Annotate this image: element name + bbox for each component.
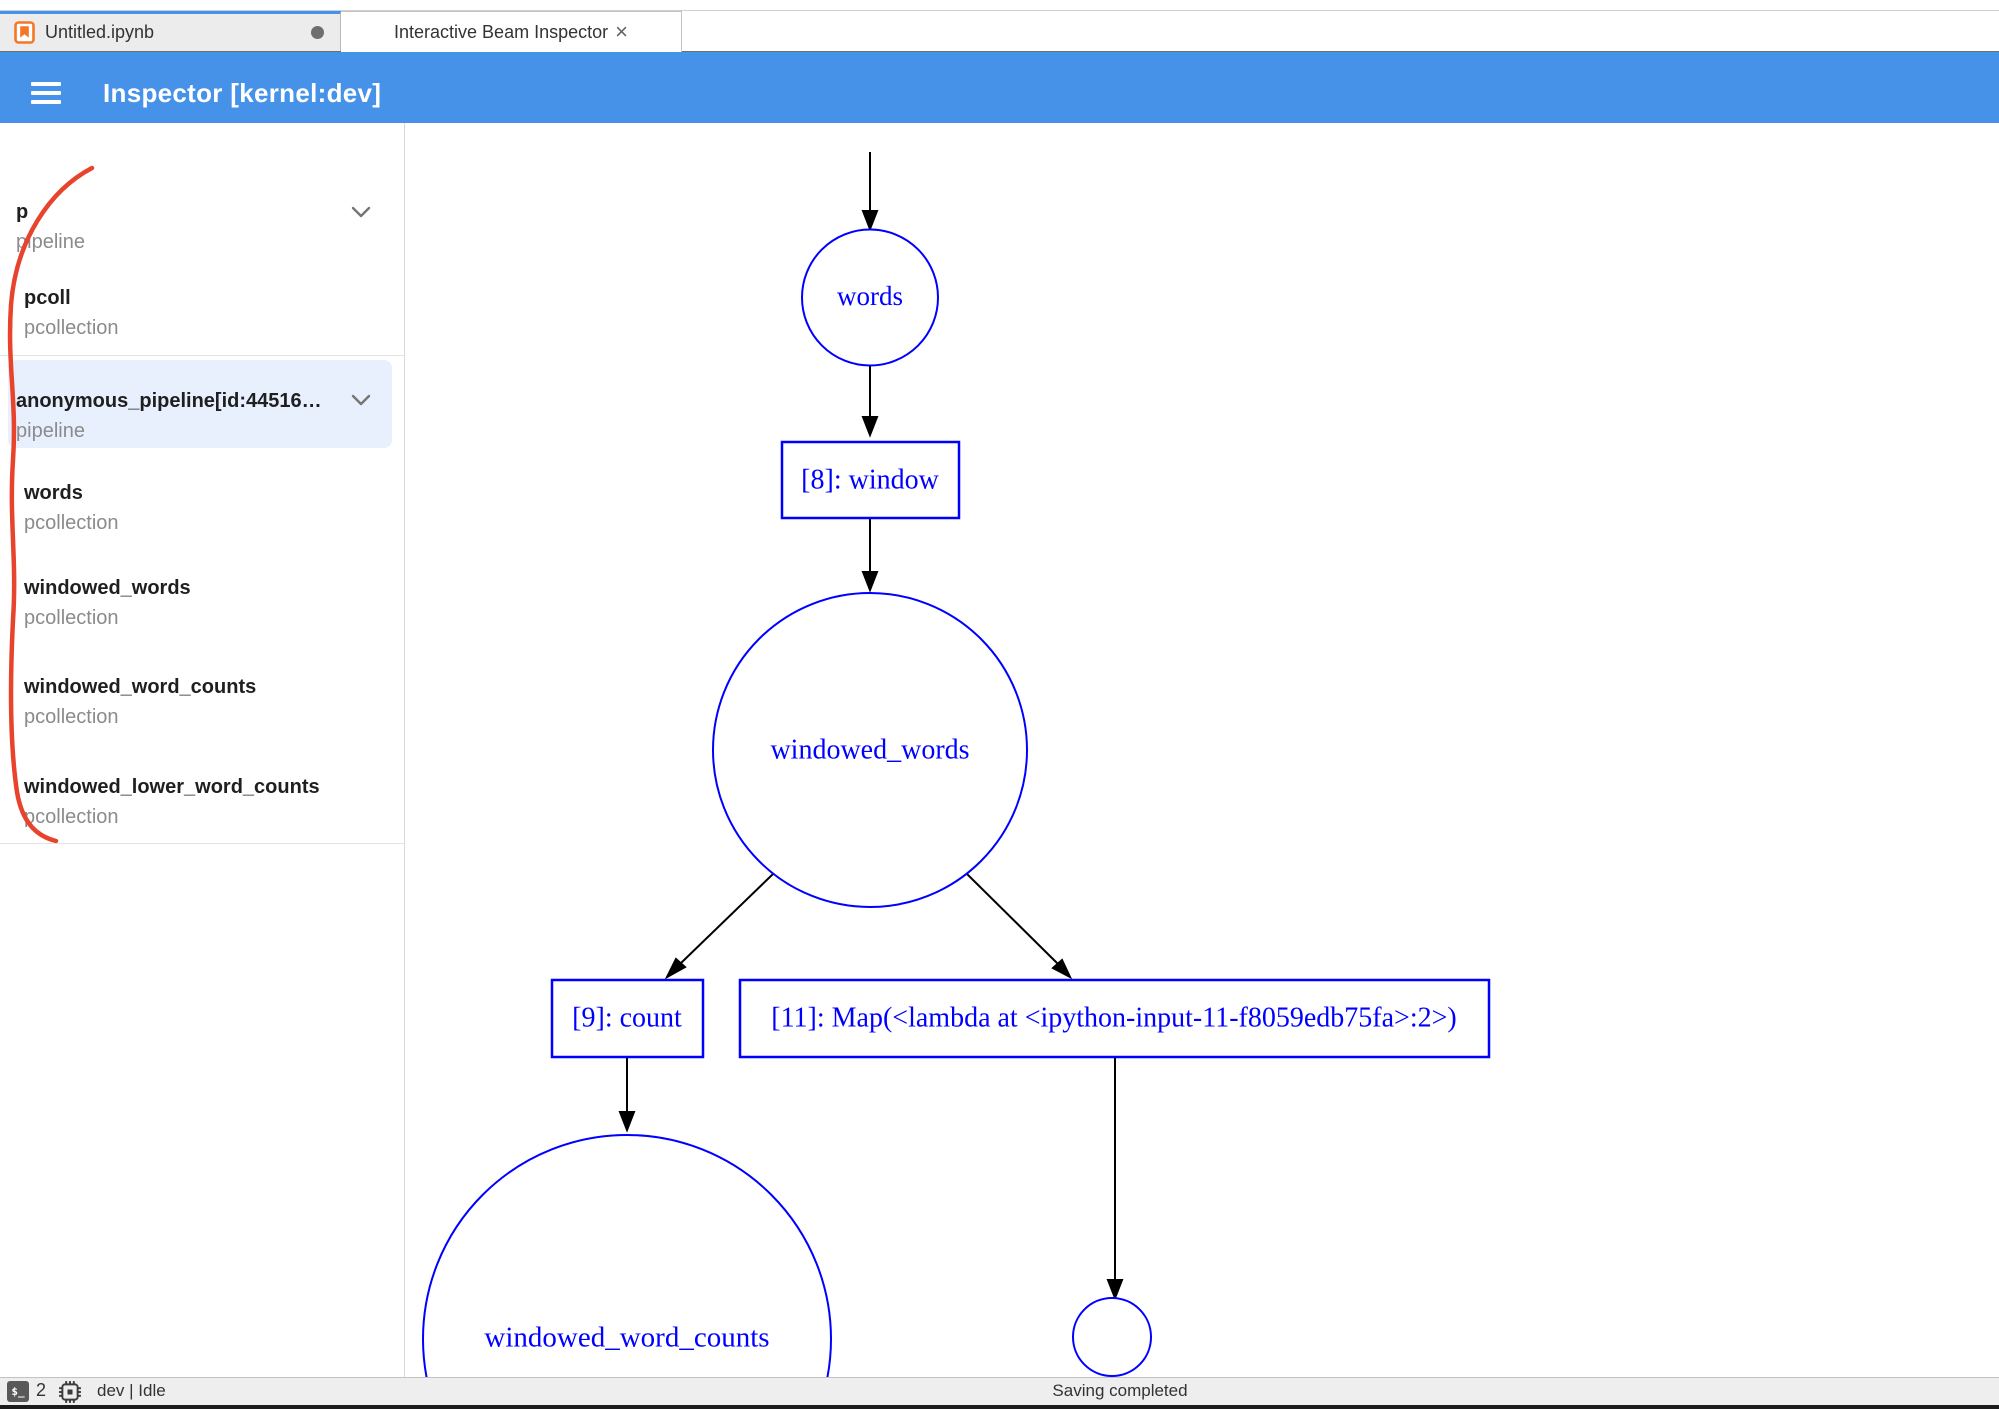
chevron-down-icon[interactable]: [350, 205, 372, 219]
tab-beam-inspector[interactable]: Interactive Beam Inspector ×: [341, 11, 682, 52]
sidebar-item-windowed-words[interactable]: windowed_words pcollection: [24, 577, 191, 629]
chevron-down-icon[interactable]: [350, 393, 372, 407]
kernel-status[interactable]: dev | Idle: [97, 1381, 166, 1400]
svg-text:[9]: count: [9]: count: [572, 1002, 682, 1033]
tab-untitled-notebook[interactable]: Untitled.ipynb: [0, 11, 341, 51]
sidebar-divider: [0, 355, 405, 356]
edge-arrow: [618, 152, 1124, 1301]
node-transform-map-lambda[interactable]: [11]: Map(<lambda at <ipython-input-11-f…: [738, 978, 1491, 1059]
pipeline-sidebar: p pipeline pcoll pcollection anonymous_p…: [0, 123, 405, 1377]
terminal-count: 2: [36, 1380, 47, 1400]
sidebar-item-windowed-word-counts[interactable]: windowed_word_counts pcollection: [24, 676, 257, 728]
node-pcollection-windowed-word-counts[interactable]: windowed_word_counts: [422, 1134, 832, 1377]
inspector-header: Inspector [kernel:dev]: [0, 52, 1999, 123]
tab-label: Untitled.ipynb: [45, 22, 155, 42]
modified-dot-icon[interactable]: [311, 26, 324, 39]
window-bottom-edge: [0, 1405, 1999, 1409]
terminal-icon[interactable]: $_: [7, 1381, 29, 1402]
svg-text:windowed_words: windowed_words: [770, 734, 969, 765]
node-pcollection-windowed-words[interactable]: windowed_words: [712, 592, 1028, 908]
top-strip: [0, 0, 1999, 11]
tab-label: Interactive Beam Inspector: [394, 21, 609, 42]
kernel-chip-icon[interactable]: [58, 1380, 82, 1404]
node-pcollection-words[interactable]: words: [801, 228, 939, 367]
sidebar-item-words[interactable]: words pcollection: [24, 482, 119, 534]
page-title: Inspector [kernel:dev]: [103, 78, 382, 108]
svg-text:[11]: Map(<lambda at <ipython-: [11]: Map(<lambda at <ipython-input-11-f…: [771, 1002, 1456, 1033]
notebook-icon: [14, 21, 35, 44]
sidebar-item-pcoll[interactable]: pcoll pcollection: [24, 287, 119, 339]
node-transform-window[interactable]: [8]: window: [780, 440, 961, 520]
svg-text:windowed_word_counts: windowed_word_counts: [484, 1322, 769, 1354]
sidebar-list-bottom-border: [0, 843, 405, 844]
tab-bar: Untitled.ipynb Interactive Beam Inspecto…: [0, 11, 1999, 52]
sidebar-item-windowed-lower-word-counts[interactable]: windowed_lower_word_counts pcollection: [24, 776, 320, 828]
svg-text:words: words: [837, 281, 903, 311]
close-icon[interactable]: ×: [615, 19, 628, 44]
status-bar: $_ 2 dev | Idle Saving completed: [0, 1377, 1999, 1405]
sidebar-item-anonymous-pipeline[interactable]: anonymous_pipeline[id:44516… pipeline: [8, 360, 392, 448]
hamburger-menu-icon[interactable]: [31, 82, 61, 104]
pipeline-graph: words [8]: window windowed_words [9]: co…: [422, 152, 1491, 1377]
save-status-message: Saving completed: [1052, 1381, 1188, 1400]
node-pcollection-small[interactable]: [1072, 1297, 1152, 1377]
svg-text:[8]: window: [8]: window: [801, 464, 939, 495]
node-transform-count[interactable]: [9]: count: [550, 978, 705, 1059]
